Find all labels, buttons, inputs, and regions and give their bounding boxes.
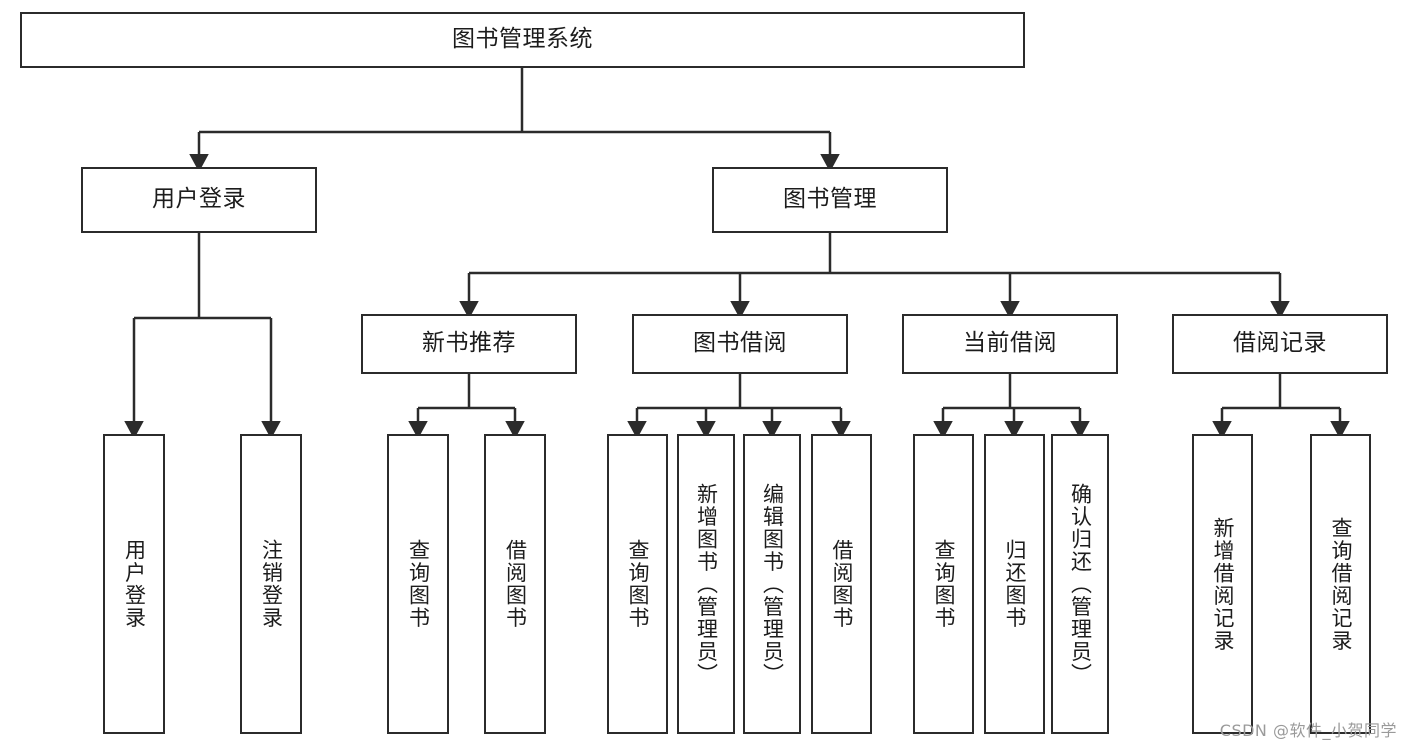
leaf-query-book-borrow-label: 查询图书	[625, 539, 650, 629]
node-root[interactable]: 图书管理系统	[20, 12, 1025, 68]
leaf-query-book-current[interactable]: 查询图书	[913, 434, 974, 734]
leaf-query-book-current-label: 查询图书	[931, 539, 956, 629]
leaf-edit-book-admin-label: 编辑图书（管理员）	[760, 482, 785, 686]
leaf-confirm-return-admin-label: 确认归还（管理员）	[1068, 482, 1093, 686]
leaf-borrow-book-recommend-label: 借阅图书	[503, 539, 528, 629]
leaf-confirm-return-admin[interactable]: 确认归还（管理员）	[1051, 434, 1109, 734]
leaf-borrow-book-recommend[interactable]: 借阅图书	[484, 434, 546, 734]
node-book-borrow[interactable]: 图书借阅	[632, 314, 848, 374]
node-user-login[interactable]: 用户登录	[81, 167, 317, 233]
leaf-edit-book-admin[interactable]: 编辑图书（管理员）	[743, 434, 801, 734]
leaf-query-book-recommend-label: 查询图书	[406, 539, 431, 629]
leaf-add-borrow-record[interactable]: 新增借阅记录	[1192, 434, 1253, 734]
leaf-query-book-recommend[interactable]: 查询图书	[387, 434, 449, 734]
node-current-borrow-label: 当前借阅	[963, 330, 1057, 357]
leaf-user-login-label: 用户登录	[122, 539, 147, 629]
csdn-watermark: CSDN @软件_小贺同学	[1219, 721, 1397, 740]
node-new-book-recommend-label: 新书推荐	[422, 330, 516, 357]
leaf-return-book[interactable]: 归还图书	[984, 434, 1045, 734]
leaf-query-borrow-record[interactable]: 查询借阅记录	[1310, 434, 1371, 734]
node-book-manage[interactable]: 图书管理	[712, 167, 948, 233]
leaf-query-book-borrow[interactable]: 查询图书	[607, 434, 668, 734]
node-book-manage-label: 图书管理	[783, 186, 877, 213]
leaf-add-borrow-record-label: 新增借阅记录	[1210, 516, 1235, 652]
node-root-label: 图书管理系统	[452, 26, 593, 53]
leaf-user-logout[interactable]: 注销登录	[240, 434, 302, 734]
leaf-borrow-book[interactable]: 借阅图书	[811, 434, 872, 734]
leaf-borrow-book-label: 借阅图书	[829, 539, 854, 629]
node-new-book-recommend[interactable]: 新书推荐	[361, 314, 577, 374]
leaf-add-book-admin[interactable]: 新增图书（管理员）	[677, 434, 735, 734]
node-borrow-record-label: 借阅记录	[1233, 330, 1327, 357]
node-borrow-record[interactable]: 借阅记录	[1172, 314, 1388, 374]
node-user-login-label: 用户登录	[152, 186, 246, 213]
leaf-return-book-label: 归还图书	[1002, 539, 1027, 629]
leaf-add-book-admin-label: 新增图书（管理员）	[694, 482, 719, 686]
leaf-user-logout-label: 注销登录	[259, 539, 284, 629]
node-book-borrow-label: 图书借阅	[693, 330, 787, 357]
leaf-user-login[interactable]: 用户登录	[103, 434, 165, 734]
leaf-query-borrow-record-label: 查询借阅记录	[1328, 516, 1353, 652]
node-current-borrow[interactable]: 当前借阅	[902, 314, 1118, 374]
